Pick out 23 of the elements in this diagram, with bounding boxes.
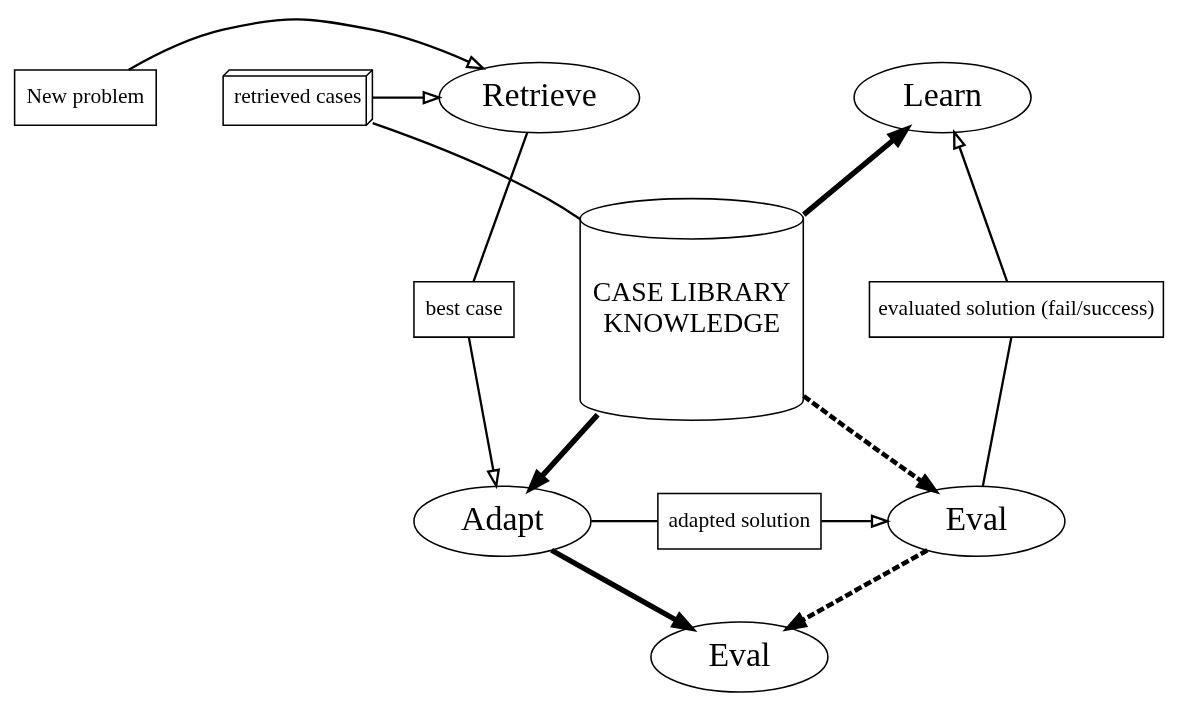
connector	[472, 131, 529, 282]
arrow	[821, 514, 891, 529]
arrow	[467, 337, 501, 490]
node-ellipse: Adapt	[413, 485, 592, 557]
arrow	[802, 394, 941, 495]
arrow	[802, 124, 913, 217]
connector	[981, 337, 1013, 487]
arrow	[550, 547, 698, 632]
node-box: evaluated solution (fail/success)	[868, 280, 1165, 338]
node-ellipse: Retrieve	[438, 61, 641, 134]
node-ellipse: Eval	[650, 621, 829, 693]
arrow	[782, 548, 929, 632]
arrow	[525, 412, 600, 495]
arrow	[128, 18, 487, 71]
connector	[591, 520, 658, 523]
arrow	[953, 128, 1009, 282]
node-box: adapted solution	[657, 492, 822, 550]
node-box: New problem	[13, 69, 157, 127]
node-ellipse: Learn	[853, 61, 1032, 134]
arrow	[372, 90, 443, 105]
node-ellipse: Eval	[887, 485, 1066, 557]
node-box: best case	[413, 280, 515, 338]
connector	[372, 122, 581, 220]
